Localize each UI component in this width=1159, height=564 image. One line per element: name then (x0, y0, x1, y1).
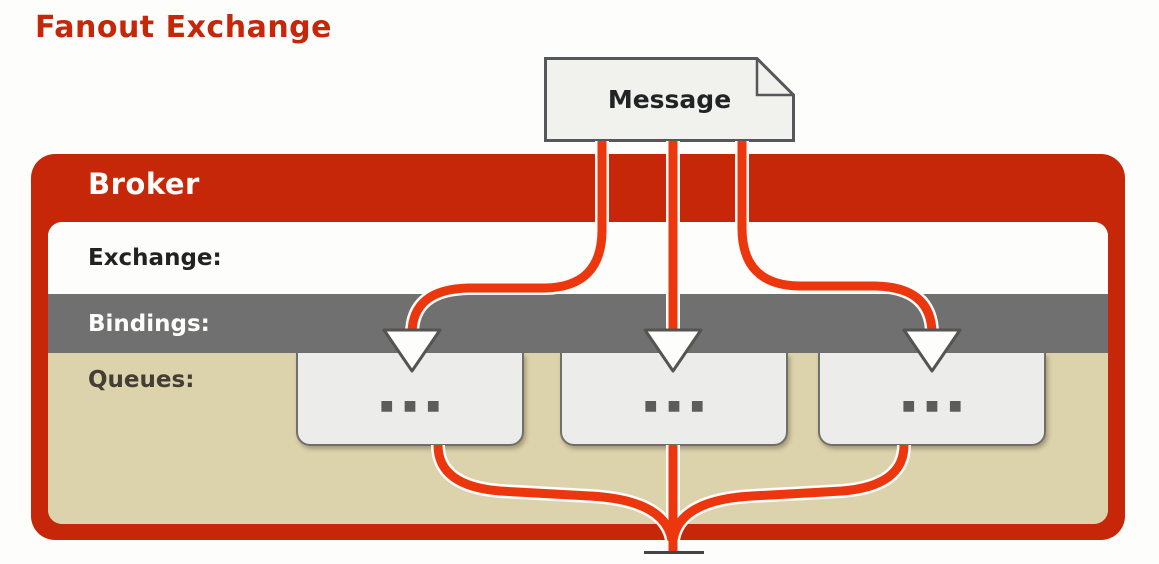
queue-box-2: ■■■ (560, 353, 788, 446)
queue-box-1: ■■■ (296, 353, 524, 446)
message-label: Message (607, 85, 732, 114)
bindings-label: Bindings: (88, 310, 210, 337)
document-shape (544, 57, 795, 142)
folded-corner-icon (755, 58, 794, 97)
exchange-label: Exchange: (88, 245, 222, 271)
broker-container: Broker Exchange: Bindings: Queues: (31, 154, 1125, 540)
broker-title: Broker (88, 167, 200, 201)
page-title: Fanout Exchange (35, 10, 332, 45)
queue-2-dots: ■■■ (644, 397, 714, 414)
queue-box-3: ■■■ (818, 353, 1046, 446)
exchange-band: Exchange: (48, 222, 1108, 294)
queue-1-dots: ■■■ (380, 397, 450, 414)
queue-3-dots: ■■■ (902, 397, 972, 414)
queues-label: Queues: (88, 367, 195, 393)
message-box: Message (544, 57, 795, 142)
bindings-band: Bindings: (48, 294, 1108, 353)
